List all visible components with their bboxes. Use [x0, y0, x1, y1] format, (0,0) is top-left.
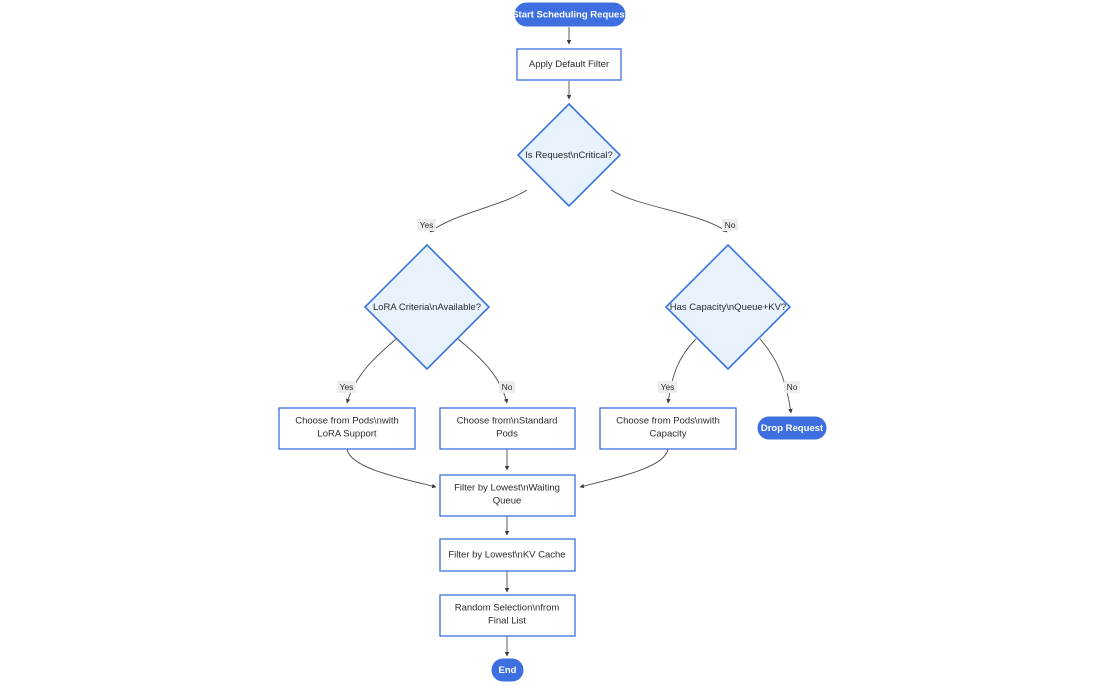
apply-filter-shape	[516, 48, 622, 81]
lora-criteria-shape	[363, 243, 491, 371]
random-selection-label-line2: Final List	[488, 616, 526, 627]
is-critical-label: Is Request\nCritical?	[525, 150, 613, 161]
edge-is-critical-to-lora-criteria	[429, 189, 528, 233]
start-node-shape	[514, 2, 626, 27]
node-filter-waiting-queue[interactable]: Filter by Lowest\nWaiting Queue	[439, 474, 576, 517]
capacity-yes-text: Yes	[661, 382, 675, 392]
lora-yes-bg	[337, 381, 356, 393]
node-has-capacity[interactable]: Has Capacity\nQueue+KV?	[664, 243, 792, 371]
filter-kv-shape	[439, 538, 576, 572]
capacity-no-bg	[784, 381, 800, 393]
choose-standard-label-line2: Pods	[496, 429, 518, 440]
random-selection-label-line1: Random Selection\nfrom	[455, 603, 560, 614]
edge-has-capacity-to-drop-request	[759, 338, 793, 414]
critical-no-bg	[722, 219, 738, 231]
apply-filter-label: Apply Default Filter	[529, 59, 609, 70]
critical-yes-text: Yes	[420, 220, 434, 230]
filter-queue-shape	[439, 474, 576, 517]
edge-label-capacity-no: No	[784, 381, 800, 393]
capacity-yes-bg	[658, 381, 677, 393]
drop-request-label: Drop Request	[761, 423, 824, 434]
node-apply-default-filter[interactable]: Apply Default Filter	[516, 48, 622, 81]
edge-label-capacity-yes: Yes	[658, 381, 677, 393]
edge-choose-lora-to-filter-queue	[346, 448, 437, 489]
critical-yes-bg	[417, 219, 436, 231]
lora-no-bg	[499, 381, 515, 393]
random-selection-shape	[439, 594, 576, 637]
end-node-shape	[491, 658, 524, 682]
node-start[interactable]: Start Scheduling Request	[512, 2, 629, 27]
node-end[interactable]: End	[491, 658, 524, 682]
choose-lora-shape	[278, 407, 416, 450]
choose-capacity-label-line2: Capacity	[650, 429, 687, 440]
node-random-selection[interactable]: Random Selection\nfrom Final List	[439, 594, 576, 637]
choose-standard-label-line1: Choose from\nStandard	[457, 416, 558, 427]
edge-label-lora-yes: Yes	[337, 381, 356, 393]
node-drop-request[interactable]: Drop Request	[757, 416, 827, 440]
filter-queue-label-line1: Filter by Lowest\nWaiting	[454, 483, 560, 494]
node-choose-capacity-pods[interactable]: Choose from Pods\nwith Capacity	[599, 407, 737, 450]
lora-no-text: No	[502, 382, 513, 392]
capacity-no-text: No	[787, 382, 798, 392]
choose-lora-label-line1: Choose from Pods\nwith	[295, 416, 399, 427]
has-capacity-shape	[664, 243, 792, 371]
edge-label-layer: Yes No Yes No Yes No	[337, 219, 800, 393]
has-capacity-label: Has Capacity\nQueue+KV?	[670, 302, 786, 313]
edge-label-lora-no: No	[499, 381, 515, 393]
filter-queue-label-line2: Queue	[493, 496, 522, 507]
edge-is-critical-to-has-capacity	[610, 189, 728, 233]
edge-label-critical-yes: Yes	[417, 219, 436, 231]
start-node-label: Start Scheduling Request	[512, 10, 628, 21]
is-critical-shape	[516, 102, 622, 208]
edge-lora-criteria-to-choose-lora	[345, 338, 397, 404]
node-filter-kv-cache[interactable]: Filter by Lowest\nKV Cache	[439, 538, 576, 572]
choose-lora-label-line2: LoRA Support	[317, 429, 377, 440]
node-choose-standard-pods[interactable]: Choose from\nStandard Pods	[439, 407, 576, 450]
end-node-label: End	[499, 665, 517, 676]
critical-no-text: No	[725, 220, 736, 230]
choose-standard-shape	[439, 407, 576, 450]
edge-label-critical-no: No	[722, 219, 738, 231]
choose-capacity-shape	[599, 407, 737, 450]
node-is-request-critical[interactable]: Is Request\nCritical?	[516, 102, 622, 208]
edge-lora-criteria-to-choose-standard	[457, 338, 509, 404]
lora-criteria-label: LoRA Criteria\nAvailable?	[373, 302, 481, 313]
edge-has-capacity-to-choose-capacity	[666, 338, 697, 404]
edge-choose-capacity-to-filter-queue	[579, 448, 669, 489]
filter-kv-label: Filter by Lowest\nKV Cache	[448, 550, 565, 561]
drop-request-shape	[757, 416, 827, 440]
lora-yes-text: Yes	[340, 382, 354, 392]
node-choose-lora-pods[interactable]: Choose from Pods\nwith LoRA Support	[278, 407, 416, 450]
node-lora-criteria-available[interactable]: LoRA Criteria\nAvailable?	[363, 243, 491, 371]
edge-layer	[345, 27, 793, 657]
choose-capacity-label-line1: Choose from Pods\nwith	[616, 416, 720, 427]
